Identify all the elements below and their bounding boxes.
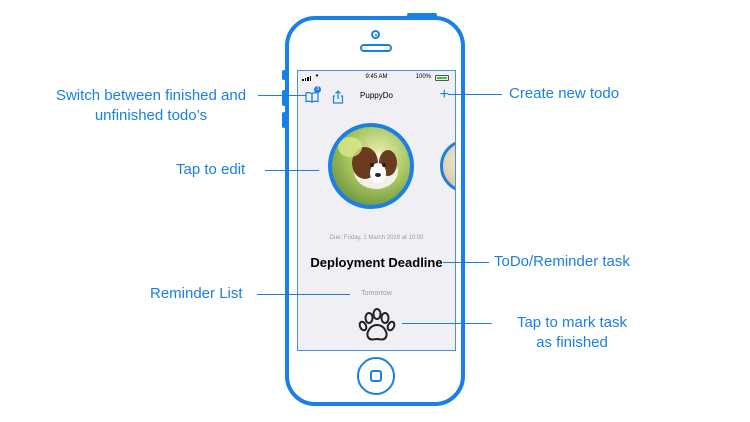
annotation-reminder-list: Reminder List [150,285,243,302]
unfinished-count-badge: 3 [314,86,321,93]
annotation-line [257,294,350,295]
battery-percent: 100% [415,74,431,80]
annotation-line [443,262,489,263]
annotation-todo-task: ToDo/Reminder task [494,253,630,270]
volume-up-button [282,90,286,106]
share-icon[interactable] [331,90,345,104]
annotation-line [402,323,492,324]
next-todo-photo[interactable] [440,139,455,193]
wifi-icon: ◕ [315,73,319,79]
annotation-switch-todos-line1: Switch between finished and [55,87,247,104]
camera-icon [371,30,380,39]
annotation-line [448,94,502,95]
annotation-tap-to-mark-line2: as finished [536,334,608,351]
annotation-tap-to-mark: Tap to mark task as finished [496,313,648,353]
annotation-line [265,170,319,171]
annotation-tap-to-mark-line1: Tap to mark task [516,314,628,331]
puppy-photo[interactable] [328,123,414,209]
home-button[interactable] [357,357,395,395]
status-time: 9:45 AM [365,74,388,80]
annotation-switch-todos-line2: unfinished todo’s [94,107,208,124]
annotation-tap-to-edit: Tap to edit [176,161,246,178]
mute-switch [282,70,286,80]
add-todo-button[interactable]: + [439,86,449,103]
annotation-line [258,95,306,96]
signal-icon [302,76,311,81]
speaker-grille [360,44,392,52]
nav-title: PuppyDo [360,91,393,100]
nav-bar: 3 PuppyDo + [298,85,455,107]
app-screen: ◕ 9:45 AM 100% 3 PuppyDo + [297,70,456,351]
paw-icon[interactable] [358,307,396,345]
due-date: Due: Friday, 1 March 2019 at 10:00 [329,235,424,241]
annotation-switch-todos: Switch between finished and unfinished t… [44,86,258,126]
volume-down-button [282,112,286,128]
status-bar: ◕ 9:45 AM 100% [298,71,455,85]
power-button [407,13,437,17]
task-title[interactable]: Deployment Deadline [310,255,443,270]
annotation-create-todo: Create new todo [509,85,620,102]
reminder-list-name: Tomorrow [361,290,392,297]
battery-icon [435,75,449,81]
